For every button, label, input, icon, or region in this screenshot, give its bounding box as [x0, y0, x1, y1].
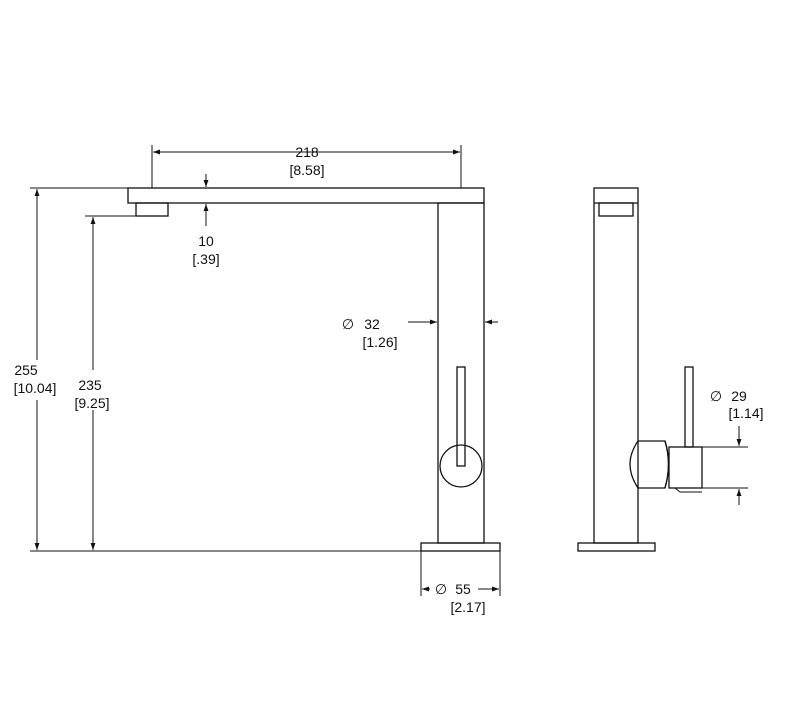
handle-knob — [439, 444, 483, 488]
dim-base-diameter-mm: 55 — [455, 581, 471, 597]
faucet-body — [437, 202, 485, 544]
front-view — [127, 187, 501, 552]
dim-body-diameter-inch: [1.26] — [362, 334, 397, 350]
dim-base-diameter: ∅ 55 [2.17] — [420, 551, 501, 615]
dim-spout-thickness-mm: 10 — [198, 233, 214, 249]
dim-overall-height-inch: [10.04] — [14, 380, 57, 396]
dim-overall-height: 255 [10.04] — [8, 187, 421, 552]
dim-spout-thickness: 10 [.39] — [192, 174, 220, 267]
dim-outlet-height-inch: [9.25] — [74, 395, 109, 411]
faucet-base — [420, 542, 501, 552]
dim-spout-length: 218 [8.58] — [151, 144, 462, 188]
dim-overall-height-mm: 255 — [14, 362, 38, 378]
dim-body-diameter-symbol: ∅ — [342, 316, 354, 332]
dim-outlet-height-mm: 235 — [78, 377, 102, 393]
dim-spout-thickness-inch: [.39] — [192, 251, 219, 267]
handle-lever — [456, 366, 466, 467]
dim-handle-diameter-inch: [1.14] — [728, 405, 763, 421]
dim-body-diameter-mm: 32 — [364, 316, 380, 332]
dim-spout-length-inch: [8.58] — [289, 162, 324, 178]
dim-handle-diameter-mm: 29 — [731, 388, 747, 404]
side-aerator — [598, 202, 634, 217]
side-body — [593, 187, 639, 544]
dim-base-diameter-symbol: ∅ — [435, 581, 447, 597]
dim-handle-diameter-symbol: ∅ — [710, 388, 722, 404]
dim-handle-diameter: ∅ 29 [1.14] — [702, 388, 764, 505]
side-lever — [684, 366, 694, 448]
aerator — [135, 202, 169, 217]
side-handle — [629, 440, 670, 489]
side-view — [577, 187, 703, 552]
dim-spout-length-mm: 218 — [295, 144, 319, 160]
dim-base-diameter-inch: [2.17] — [450, 599, 485, 615]
dim-outlet-height: 235 [9.25] — [68, 215, 136, 550]
dim-body-diameter: ∅ 32 [1.26] — [342, 316, 498, 350]
spout-arm — [127, 187, 485, 204]
side-base — [577, 542, 656, 552]
